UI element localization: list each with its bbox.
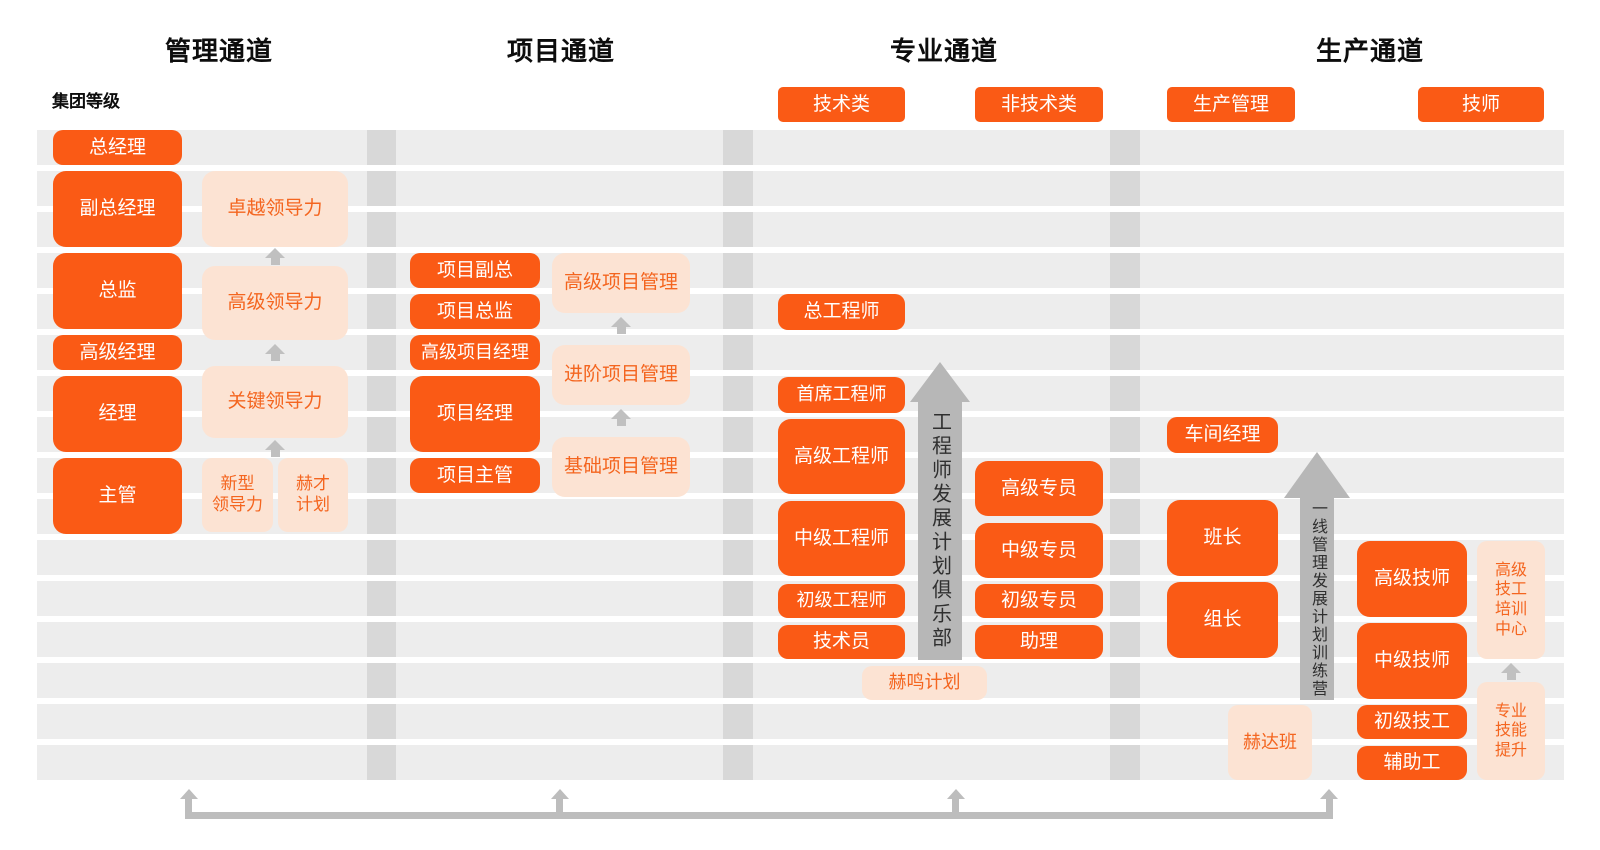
leadership-program-excellence: 卓越领导力 [202, 171, 348, 247]
proj-level-vp: 项目副总 [410, 253, 540, 288]
mgmt-level-manager: 经理 [53, 376, 182, 452]
connector-up-arrow-icon [947, 789, 965, 799]
badge-non-technical: 非技术类 [975, 87, 1103, 122]
pm-program-advanced: 高级项目管理 [552, 253, 690, 313]
prod-level-team-leader: 组长 [1167, 582, 1278, 658]
connector-up-arrow-icon [180, 789, 198, 799]
connector-up-arrow-icon [551, 789, 569, 799]
prof-level-principal-engineer: 首席工程师 [778, 377, 905, 413]
prof-level-senior-specialist: 高级专员 [975, 461, 1103, 516]
professional-channel-title: 专业通道 [889, 36, 998, 66]
management-channel-title: 管理通道 [164, 36, 273, 66]
up-arrow-icon [611, 409, 631, 426]
up-arrow-icon [265, 344, 285, 361]
group-grade-label: 集团等级 [52, 92, 120, 111]
connector-stub [185, 798, 192, 812]
mgmt-level-director: 总监 [53, 253, 182, 329]
frontline-camp-arrow: 一线管理发展计划训练营 [1300, 497, 1334, 700]
frontline-camp-arrowhead-icon [1284, 452, 1350, 498]
prod-level-mid-technician: 中级技师 [1357, 623, 1467, 699]
leadership-program-senior: 高级领导力 [202, 266, 348, 340]
prod-level-workshop-manager: 车间经理 [1167, 417, 1278, 453]
engineer-club-arrowhead-icon [910, 362, 970, 402]
up-arrow-icon [1501, 663, 1521, 680]
pm-program-basic: 基础项目管理 [552, 437, 690, 497]
prod-level-junior-worker: 初级技工 [1357, 705, 1467, 739]
channel-connector-line [185, 812, 1333, 819]
up-arrow-icon [265, 248, 285, 265]
mgmt-level-senior-manager: 高级经理 [53, 335, 182, 370]
engineer-club-arrow-label: 工程师发展计划俱乐部 [928, 410, 951, 651]
channel-separator-2 [723, 130, 753, 780]
leadership-program-key: 关键领导力 [202, 366, 348, 438]
prof-level-technician: 技术员 [778, 625, 905, 659]
senior-worker-training-center-box: 高级 技工 培训 中心 [1477, 541, 1545, 659]
mgmt-level-supervisor: 主管 [53, 458, 182, 534]
prod-level-senior-technician: 高级技师 [1357, 541, 1467, 617]
project-channel-title: 项目通道 [506, 36, 615, 66]
production-channel-title: 生产通道 [1315, 36, 1424, 66]
badge-technician: 技师 [1418, 87, 1544, 122]
badge-technical: 技术类 [778, 87, 905, 122]
proj-level-supervisor: 项目主管 [410, 458, 540, 493]
mgmt-level-deputy-gm: 副总经理 [53, 171, 182, 247]
frontline-camp-arrow-label: 一线管理发展计划训练营 [1309, 499, 1326, 698]
channel-separator-3 [1110, 130, 1140, 780]
connector-up-arrow-icon [1320, 789, 1338, 799]
leadership-program-new: 新型 领导力 [202, 458, 273, 532]
heming-plan-box: 赫鸣计划 [862, 666, 987, 700]
connector-stub [952, 798, 959, 812]
proj-level-director: 项目总监 [410, 294, 540, 329]
prof-level-mid-engineer: 中级工程师 [778, 501, 905, 576]
pm-program-intermediate: 进阶项目管理 [552, 345, 690, 405]
badge-production-management: 生产管理 [1167, 87, 1295, 122]
connector-stub [1326, 798, 1333, 812]
prof-level-junior-specialist: 初级专员 [975, 584, 1103, 618]
up-arrow-icon [611, 317, 631, 334]
prod-level-shift-leader: 班长 [1167, 500, 1278, 576]
mgmt-level-general-manager: 总经理 [53, 130, 182, 165]
prof-level-chief-engineer: 总工程师 [778, 294, 905, 330]
prof-level-mid-specialist: 中级专员 [975, 523, 1103, 578]
prof-level-assistant: 助理 [975, 625, 1103, 659]
hecai-plan-box: 赫才 计划 [278, 458, 348, 532]
engineer-club-arrow: 工程师发展计划俱乐部 [918, 401, 962, 660]
proj-level-senior-pm: 高级项目经理 [410, 335, 540, 370]
connector-stub [556, 798, 563, 812]
prod-level-auxiliary-worker: 辅助工 [1357, 746, 1467, 780]
heda-class-box: 赫达班 [1228, 705, 1312, 780]
skill-upgrade-box: 专业 技能 提升 [1477, 682, 1545, 780]
channel-separator-1 [367, 130, 396, 780]
prof-level-senior-engineer: 高级工程师 [778, 419, 905, 494]
proj-level-pm: 项目经理 [410, 376, 540, 452]
prof-level-junior-engineer: 初级工程师 [778, 584, 905, 618]
up-arrow-icon [265, 440, 285, 457]
